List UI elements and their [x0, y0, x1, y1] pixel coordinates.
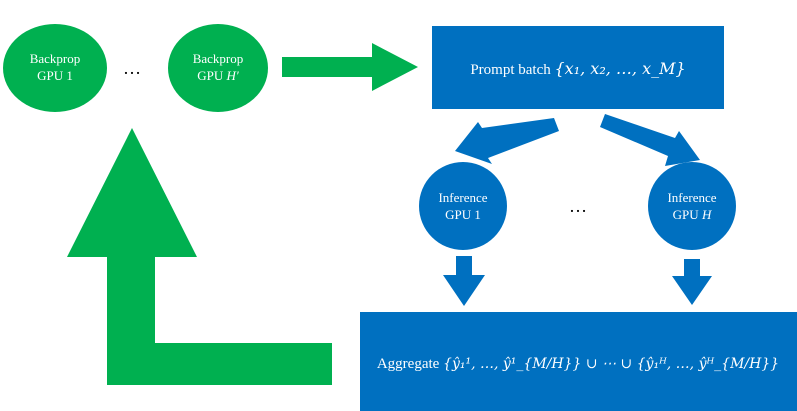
- prompt-batch-node: Prompt batch {x₁, x₂, …, x_M}: [432, 26, 724, 109]
- prompt-batch-text: Prompt batch {x₁, x₂, …, x_M}: [470, 59, 685, 78]
- blue-arrow-to-inference-1: [455, 118, 559, 164]
- aggregate-node: Aggregate {ŷ₁¹, …, ŷ¹_{M/H}} ∪ ⋯ ∪ {ŷ₁ᴴ,…: [360, 312, 797, 411]
- inference-gpu-h-line1: Inference: [667, 190, 716, 205]
- backprop-gpu-h-var: H′: [226, 68, 239, 83]
- inference-gpu-1-node: Inference GPU 1: [419, 162, 507, 250]
- inference-gpu-1-line2: GPU 1: [445, 207, 481, 222]
- backprop-gpu-h-line2: GPU H′: [197, 68, 239, 83]
- inference-gpu-1-circle: [419, 162, 507, 250]
- inference-gpu-h-node: Inference GPU H: [648, 162, 736, 250]
- aggregate-text: Aggregate {ŷ₁¹, …, ŷ¹_{M/H}} ∪ ⋯ ∪ {ŷ₁ᴴ,…: [377, 355, 779, 372]
- backprop-gpu-1-line2: GPU 1: [37, 68, 73, 83]
- blue-arrow-down-1: [443, 256, 485, 306]
- inference-gpu-1-line1: Inference: [438, 190, 487, 205]
- backprop-ellipsis: …: [123, 58, 141, 78]
- inference-gpu-h-line2: GPU H: [673, 207, 712, 222]
- blue-arrow-to-inference-h: [600, 114, 700, 166]
- inference-ellipsis: …: [569, 196, 587, 216]
- green-feedback-arrow: [67, 128, 332, 385]
- backprop-gpu-h-node: Backprop GPU H′: [168, 24, 268, 112]
- prompt-batch-box: [432, 26, 724, 109]
- backprop-gpu-1-node: Backprop GPU 1: [3, 24, 107, 112]
- prompt-batch-set: {x₁, x₂, …, x_M}: [555, 59, 686, 78]
- green-arrow-to-prompt: [282, 43, 418, 91]
- prompt-batch-label: Prompt batch: [470, 62, 554, 78]
- backprop-gpu-h-line1: Backprop: [193, 51, 244, 66]
- backprop-gpu-h-gpu-text: GPU: [197, 68, 226, 83]
- backprop-gpu-1-line1: Backprop: [30, 51, 81, 66]
- blue-arrow-down-h: [672, 259, 712, 305]
- inference-gpu-h-circle: [648, 162, 736, 250]
- backprop-gpu-h-circle: [168, 24, 268, 112]
- aggregate-box: [360, 312, 797, 411]
- aggregate-expr: {ŷ₁¹, …, ŷ¹_{M/H}} ∪ ⋯ ∪ {ŷ₁ᴴ, …, ŷᴴ_{M/…: [443, 355, 779, 372]
- backprop-gpu-1-circle: [3, 24, 107, 112]
- inference-gpu-h-gpu-text: GPU: [673, 207, 702, 222]
- aggregate-label: Aggregate: [377, 356, 443, 372]
- inference-gpu-h-var: H: [701, 207, 712, 222]
